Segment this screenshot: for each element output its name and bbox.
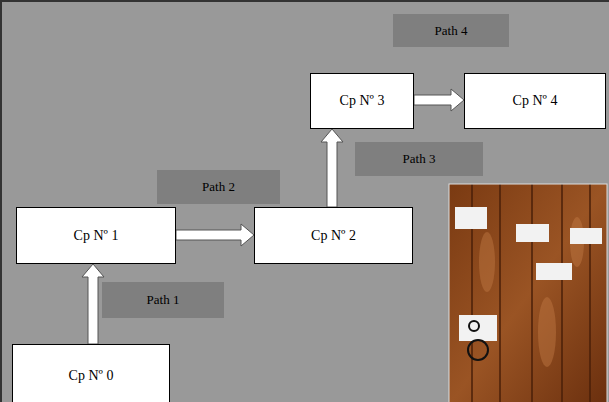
box-label: Cp Nº 1 [74,228,119,244]
block-arrow [414,89,464,111]
path-label: Path 1 [102,282,224,318]
box-label: Cp Nº 2 [311,228,356,244]
path-label: Path 2 [157,170,280,204]
path-label-text: Path 2 [202,179,235,195]
box-label: Cp Nº 3 [340,93,385,109]
path-label-text: Path 4 [435,23,468,39]
process-box: Cp Nº 0 [12,344,170,402]
path-label: Path 4 [393,14,509,47]
process-box: Cp Nº 2 [254,207,413,264]
process-box: Cp Nº 1 [16,207,176,264]
block-arrow [321,129,343,207]
box-label: Cp Nº 0 [69,368,114,384]
path-label-text: Path 1 [147,292,180,308]
process-box: Cp Nº 4 [464,73,606,129]
path-label-text: Path 3 [403,151,436,167]
block-arrow [176,224,254,246]
path-label: Path 3 [355,142,483,176]
block-arrow [82,264,104,344]
box-label: Cp Nº 4 [513,93,558,109]
process-box: Cp Nº 3 [310,73,414,129]
